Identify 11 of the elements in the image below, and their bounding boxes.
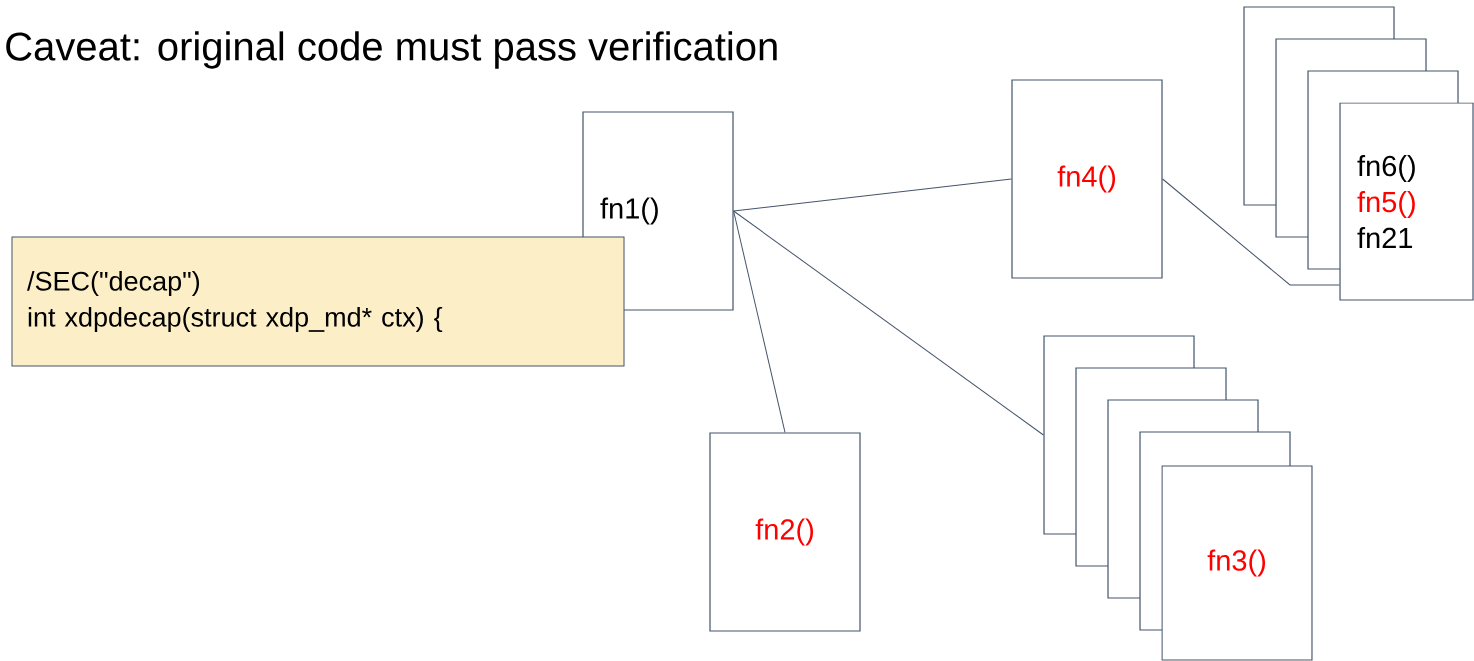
- function-box: fn6() fn5() fn21: [1339, 102, 1474, 301]
- function-box: fn4(): [1011, 79, 1163, 279]
- slide-title: Caveat: original code must pass verification: [6, 31, 777, 69]
- connector-line: [733, 210, 786, 433]
- function-box: fn3(): [1161, 465, 1313, 661]
- code-box: /SEC("decap") int xdpdecap(struct xdp_md* ctx) {: [11, 236, 625, 367]
- connector-line: [1162, 178, 1340, 286]
- function-box: fn1(): [582, 111, 734, 311]
- connector-line: [733, 178, 1012, 212]
- function-box: fn2(): [709, 432, 861, 632]
- connector-line: [733, 210, 1044, 436]
